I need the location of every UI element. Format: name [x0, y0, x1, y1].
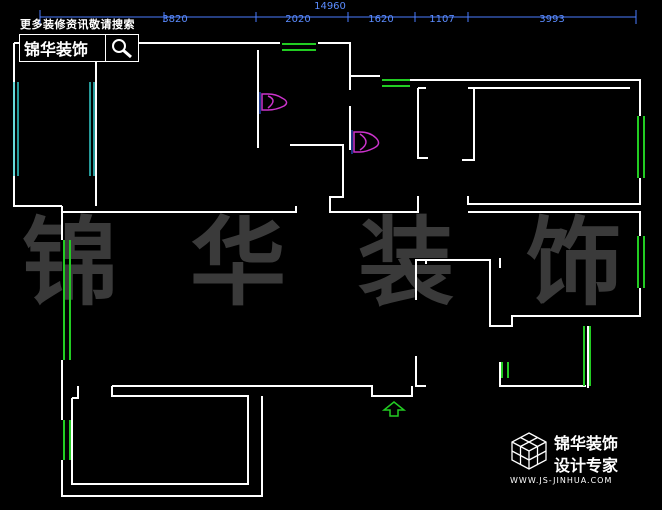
- walls: [13, 42, 641, 497]
- brand-name: 锦华装饰: [554, 434, 619, 453]
- dimension-total: 14960: [314, 1, 346, 12]
- entry-arrow-icon: [381, 401, 407, 417]
- search-button[interactable]: [105, 35, 138, 61]
- watermark-char-3: 装: [358, 206, 454, 319]
- search-box[interactable]: 锦华装饰: [19, 34, 139, 62]
- toilet-icon: [261, 93, 288, 111]
- toilet-icon: [353, 131, 380, 153]
- dimension-segment-5: 3993: [539, 14, 564, 25]
- magnifier-icon: [112, 39, 133, 59]
- promo-caption: 更多装修资讯敬请搜索: [20, 18, 135, 31]
- dimension-segment-3: 1620: [368, 14, 393, 25]
- brand-slogan: 设计专家: [554, 456, 619, 475]
- balcony-glass: [13, 82, 95, 176]
- brand-block: 锦华装饰 设计专家 WWW.JS-JINHUA.COM: [506, 428, 656, 492]
- dimension-segment-4: 1107: [429, 14, 454, 25]
- search-input[interactable]: 锦华装饰: [24, 40, 89, 59]
- dimension-segment-2: 2020: [285, 14, 310, 25]
- cube-logo-icon: [511, 432, 547, 470]
- watermark-char-2: 华: [190, 206, 286, 319]
- dimension-line: [39, 10, 637, 24]
- watermark-char-4: 饰: [526, 206, 622, 319]
- fixture-outline: [259, 92, 353, 154]
- windows: [63, 43, 645, 460]
- dimension-segment-1: 3820: [162, 14, 187, 25]
- brand-url: WWW.JS-JINHUA.COM: [510, 476, 613, 485]
